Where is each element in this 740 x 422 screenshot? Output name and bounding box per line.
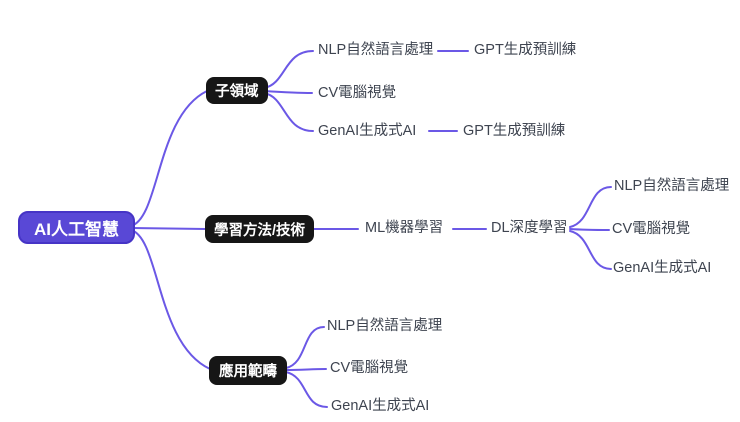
topic-cv[interactable]: CV電腦視覺 — [330, 360, 409, 376]
topic-gpt[interactable]: GPT生成預訓練 — [463, 123, 566, 139]
topic-gpt[interactable]: GPT生成預訓練 — [474, 42, 577, 58]
root-topic[interactable]: AI人工智慧 — [18, 211, 135, 244]
topic-nlp[interactable]: NLP自然語言處理 — [318, 42, 434, 58]
topic-cv[interactable]: CV電腦視覺 — [318, 85, 397, 101]
branch-applications[interactable]: 應用範疇 — [209, 356, 287, 385]
topic-dl[interactable]: DL深度學習 — [491, 220, 568, 236]
branch-subfields[interactable]: 子領域 — [206, 77, 268, 104]
topic-genai[interactable]: GenAI生成式AI — [318, 123, 417, 139]
topic-nlp[interactable]: NLP自然語言處理 — [614, 178, 730, 194]
topic-genai[interactable]: GenAI生成式AI — [331, 398, 430, 414]
topic-nlp[interactable]: NLP自然語言處理 — [327, 318, 443, 334]
branch-learning-methods[interactable]: 學習方法/技術 — [205, 215, 315, 243]
topic-cv[interactable]: CV電腦視覺 — [612, 221, 691, 237]
topic-genai[interactable]: GenAI生成式AI — [613, 260, 712, 276]
topic-ml[interactable]: ML機器學習 — [365, 220, 444, 236]
